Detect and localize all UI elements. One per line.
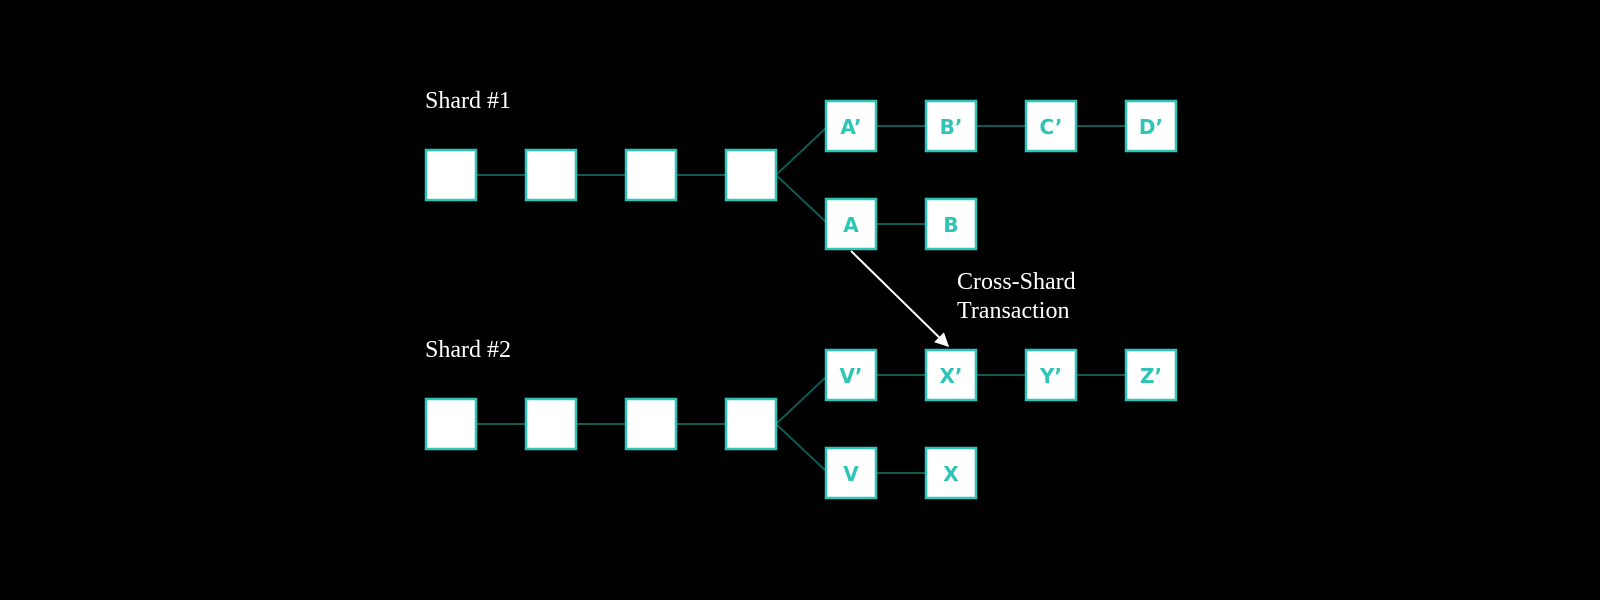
shard-1-upper-block: B’ — [924, 99, 978, 153]
shard-2-upper-block: Y’ — [1024, 348, 1078, 402]
shard-2-lower-block-box — [924, 446, 978, 500]
shard-1-upper-block-box — [924, 99, 978, 153]
shard-1-main-block-box — [524, 148, 578, 202]
shard-1-lower-block: A — [824, 197, 878, 251]
shard-2-lower-block-label: X — [943, 462, 959, 486]
shard-2-upper-block-box — [1124, 348, 1178, 402]
shard-1-fork-upper-connector — [775, 127, 827, 176]
shard-2-lower-block: V — [824, 446, 878, 500]
shard-2-main-block — [624, 397, 678, 451]
shard-1-lower-block-box — [824, 197, 878, 251]
cross-shard-label-line-1: Cross-Shard — [957, 269, 1076, 295]
shard-1-upper-block-label: C’ — [1039, 115, 1062, 139]
shard-2-title: Shard #2 — [425, 337, 511, 363]
shard-1-main-block — [624, 148, 678, 202]
cross-shard-label-line-2: Transaction — [957, 298, 1069, 324]
shard-1-lower-block-label: A — [843, 213, 859, 237]
shard-1-upper-block-label: A’ — [840, 115, 861, 139]
shard-1-lower-block-box — [924, 197, 978, 251]
shard-1-upper-block: C’ — [1024, 99, 1078, 153]
shard-1-main-block — [524, 148, 578, 202]
shard-1-fork-lower-connector — [775, 174, 827, 223]
shard-1-upper-block: D’ — [1124, 99, 1178, 153]
shard-1-lower-block: B — [924, 197, 978, 251]
shard-1-title: Shard #1 — [425, 88, 511, 114]
shard-2-main-block — [524, 397, 578, 451]
shard-2-fork-upper-connector — [775, 376, 827, 425]
shard-2-upper-block-box — [824, 348, 878, 402]
shard-1-upper-block-box — [1124, 99, 1178, 153]
shard-1-main-block-box — [724, 148, 778, 202]
shard-1-upper-block-box — [1024, 99, 1078, 153]
shard-2-main-block-box — [624, 397, 678, 451]
shard-2-lower-block: X — [924, 446, 978, 500]
shard-1-main-block — [424, 148, 478, 202]
shard-1-main-block — [724, 148, 778, 202]
shard-1-lower-block-label: B — [943, 213, 958, 237]
shard-2-upper-block-label: X’ — [939, 364, 962, 388]
shard-2-upper-block-label: V’ — [839, 364, 862, 388]
shard-1-main-block-box — [624, 148, 678, 202]
shard-2-fork-lower-connector — [775, 423, 827, 472]
shard-2-upper-block: Z’ — [1124, 348, 1178, 402]
cross-shard-arrow — [850, 250, 950, 347]
shard-2-upper-block-label: Y’ — [1039, 364, 1062, 388]
shard-1-upper-block-label: D’ — [1139, 115, 1163, 139]
block-layer: A’ B’ C’ D’ A B V’ X’ Y’ Z’ V X — [424, 99, 1178, 500]
shard-2-main-block — [724, 397, 778, 451]
shard-2-main-block-box — [524, 397, 578, 451]
shard-2-upper-block: X’ — [924, 348, 978, 402]
shard-2-upper-block-box — [1024, 348, 1078, 402]
shard-1-main-block-box — [424, 148, 478, 202]
shard-2-main-block-box — [724, 397, 778, 451]
shard-2-main-block-box — [424, 397, 478, 451]
connector-layer — [476, 125, 1126, 474]
shard-2-main-block — [424, 397, 478, 451]
shard-2-upper-block-box — [924, 348, 978, 402]
shard-2-upper-block-label: Z’ — [1140, 364, 1162, 388]
shard-1-upper-block-label: B’ — [940, 115, 963, 139]
shard-2-lower-block-label: V — [843, 462, 859, 486]
shard-2-lower-block-box — [824, 446, 878, 500]
shard-1-upper-block: A’ — [824, 99, 878, 153]
shard-1-upper-block-box — [824, 99, 878, 153]
shard-2-upper-block: V’ — [824, 348, 878, 402]
